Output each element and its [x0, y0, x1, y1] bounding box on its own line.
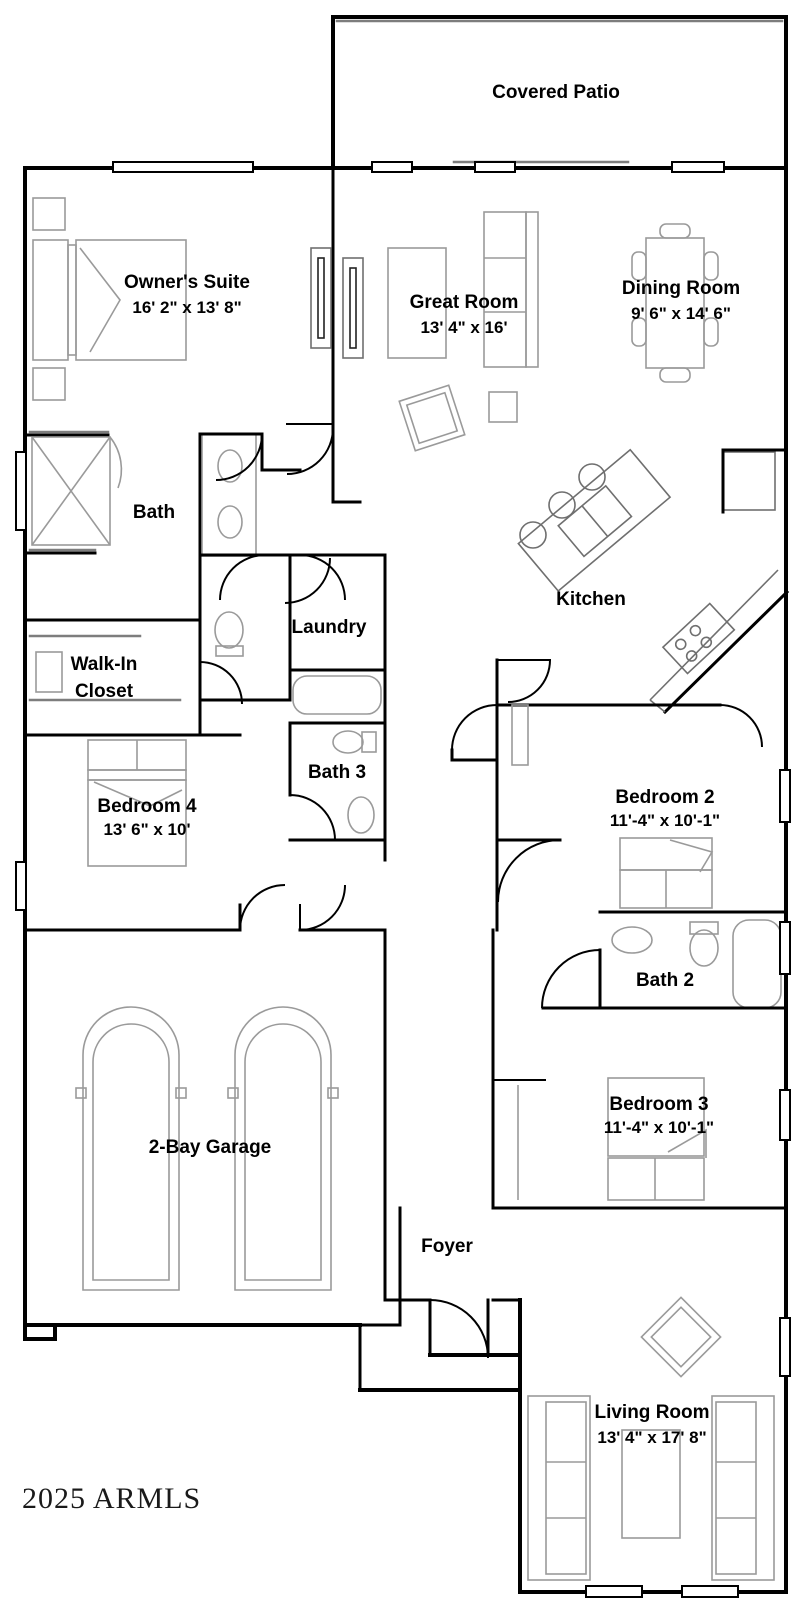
label-bath: Bath — [133, 502, 175, 523]
window-owners-bath — [15, 451, 27, 531]
window-living-room-a — [585, 1585, 643, 1598]
label-foyer: Foyer — [421, 1236, 473, 1257]
bath-2-area — [541, 919, 791, 1010]
sink-bath3 — [347, 796, 375, 834]
dining-room-furniture — [631, 223, 719, 383]
walk-in-closet-area — [23, 618, 292, 737]
label-dining-room-dim: 9' 6" x 14' 6" — [631, 304, 731, 323]
label-bedroom-4: Bedroom 4 — [97, 796, 197, 817]
label-bedroom-4-dim: 13' 6" x 10' — [103, 820, 190, 839]
label-walk-in-closet: Walk-In — [71, 654, 138, 675]
sink-bath2 — [611, 926, 653, 954]
great-room-furniture — [387, 211, 539, 452]
label-living-room-dim: 13' 4" x 17' 8" — [597, 1428, 706, 1447]
label-great-room-dim: 13' 4" x 16' — [420, 318, 507, 337]
barstool-1 — [578, 463, 606, 491]
living-room-area — [518, 1296, 791, 1598]
bedroom-2-area — [495, 758, 791, 932]
side-table — [488, 391, 518, 423]
garage-area — [15, 861, 387, 1341]
label-dining-room: Dining Room — [622, 278, 740, 299]
label-owners-suite: Owner's Suite — [124, 272, 250, 293]
toilet-powder — [214, 611, 244, 657]
laundry-area — [198, 553, 387, 737]
entry-hall — [238, 903, 522, 1392]
sofa-living-right — [711, 1395, 775, 1581]
closet-column-b — [342, 257, 364, 359]
vanity-owners-bath — [198, 432, 302, 557]
window-bedroom2 — [779, 769, 791, 823]
label-living-room: Living Room — [594, 1402, 709, 1423]
barstool-3 — [519, 521, 547, 549]
owners-suite-area — [32, 166, 364, 504]
kitchen-counter-diagonal — [649, 569, 790, 715]
closet-shelf — [35, 651, 63, 693]
label-bath-3: Bath 3 — [308, 762, 366, 783]
accent-chair-living — [640, 1296, 722, 1378]
sofa-great-room — [387, 247, 447, 359]
label-bath-2: Bath 2 — [636, 970, 694, 991]
label-great-room: Great Room — [410, 292, 519, 313]
bed-bedroom2 — [619, 837, 714, 909]
bath-3-area — [288, 668, 387, 842]
car-left — [75, 1006, 187, 1291]
nightstand-lower — [32, 367, 66, 401]
window-bedroom3 — [779, 1089, 791, 1141]
dining-chair-bottom — [659, 367, 691, 383]
window-bath2 — [779, 921, 791, 975]
bed-owners-suite — [32, 239, 187, 361]
kitchen-island — [517, 448, 672, 593]
label-owners-suite-dim: 16' 2" x 13' 8" — [132, 298, 241, 317]
tub-bath3 — [292, 675, 382, 715]
window-great-room-left — [371, 161, 413, 173]
car-right — [227, 1006, 339, 1291]
armchair-great-room — [398, 384, 466, 452]
label-laundry: Laundry — [292, 617, 367, 638]
label-two-bay-garage: 2-Bay Garage — [149, 1137, 272, 1158]
bed-bedroom3 — [607, 1077, 707, 1201]
dining-chair-top — [659, 223, 691, 239]
label-bedroom-2: Bedroom 2 — [615, 787, 714, 808]
label-covered-patio: Covered Patio — [492, 82, 620, 103]
window-group-top — [112, 161, 725, 173]
window-living-room-side — [779, 1317, 791, 1377]
bedroom-3-area — [491, 928, 791, 1210]
window-owners-suite — [112, 161, 254, 173]
shower-owners-bath — [31, 436, 123, 546]
window-great-room-right — [474, 161, 516, 173]
toilet-bath2 — [689, 921, 719, 967]
window-living-room-b — [681, 1585, 739, 1598]
closet-column-a — [310, 247, 332, 349]
watermark-text: 2025 ARMLS — [22, 1482, 201, 1515]
linen-shelf — [511, 704, 529, 766]
label-bedroom-3: Bedroom 3 — [609, 1094, 708, 1115]
label-kitchen: Kitchen — [556, 589, 626, 610]
room-labels: Covered Patio Owner's Suite 16' 2" x 13'… — [71, 82, 741, 1447]
window-garage-side — [15, 861, 27, 911]
label-walk-in-closet-line2: Closet — [75, 681, 134, 702]
window-dining-room — [671, 161, 725, 173]
bed-bedroom4 — [87, 739, 187, 867]
coffee-table-living — [621, 1429, 681, 1539]
sofa-living-left — [527, 1395, 591, 1581]
barstool-2 — [548, 491, 576, 519]
nightstand-upper — [32, 197, 66, 231]
foyer-area — [398, 1206, 522, 1359]
label-bedroom-2-dim: 11'-4" x 10'-1" — [610, 811, 720, 830]
toilet-bath3 — [332, 730, 377, 754]
kitchen-area — [450, 448, 790, 766]
label-bedroom-3-dim: 11'-4" x 10'-1" — [604, 1118, 714, 1137]
